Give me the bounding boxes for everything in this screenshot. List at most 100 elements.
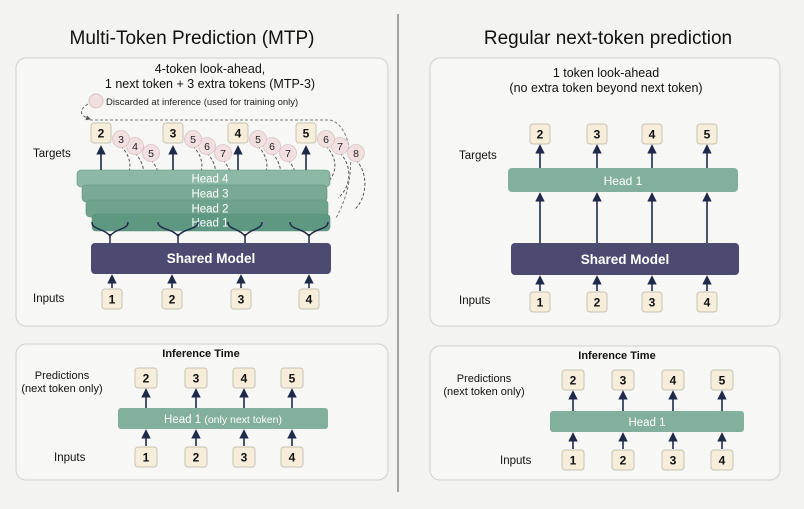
mtp-lookahead-line1: 4-token look-ahead, (155, 62, 266, 76)
mtp-inference-input-token-label: 3 (241, 450, 248, 464)
ntp-input-token-label: 4 (704, 295, 711, 309)
mtp-extra-target (142, 144, 160, 162)
mtp-head-2-label: Head 2 (191, 204, 228, 216)
mtp-target-token (227, 122, 249, 144)
ntp-inference-input-token-label: 1 (570, 453, 577, 467)
ntp-prediction-token (710, 369, 734, 391)
mtp-lookahead-line2: 1 next token + 3 extra tokens (MTP-3) (105, 77, 315, 91)
mtp-extra-target-label: 5 (148, 148, 154, 160)
ntp-inference-head-label: Head 1 (628, 417, 665, 429)
ntp-prediction-token (611, 369, 635, 391)
ntp-prediction-token (661, 369, 685, 391)
ntp-inference-head (550, 411, 744, 432)
ntp-prediction-token-label: 3 (620, 373, 627, 387)
ntp-target-token-label: 4 (649, 127, 656, 141)
ntp-shared-model-label: Shared Model (581, 252, 670, 267)
mtp-extra-target-label: 6 (204, 141, 210, 153)
ntp-inputs-label: Inputs (459, 295, 491, 307)
mtp-extra-target (184, 130, 202, 148)
ntp-inference-input-token (611, 449, 635, 471)
ntp-head-label: Head 1 (604, 174, 643, 188)
mtp-extra-target-label: 6 (269, 141, 275, 153)
mtp-prediction-token (280, 367, 304, 389)
mtp-extra-target (263, 137, 281, 155)
ntp-prediction-token-label: 5 (719, 373, 726, 387)
mtp-input-token (101, 288, 123, 310)
mtp-inference-head (118, 408, 328, 429)
mtp-inference-head-name: Head 1 (164, 414, 201, 426)
mtp-extra-target (112, 130, 130, 148)
mtp-input-token-label: 1 (109, 292, 116, 306)
ntp-inference-input-token (561, 449, 585, 471)
mtp-branch-left (227, 221, 246, 237)
ntp-target-token-label: 3 (594, 127, 601, 141)
ntp-inference-input-token (661, 449, 685, 471)
mtp-inputs-label: Inputs (33, 293, 65, 305)
mtp-extra-target (214, 144, 232, 162)
mtp-extra-target-label: 4 (132, 141, 138, 153)
ntp-head (508, 168, 738, 192)
mtp-extra-target-label: 5 (190, 134, 196, 146)
ntp-prediction-token-label: 2 (570, 373, 577, 387)
mtp-inference-input-token (280, 446, 304, 468)
mtp-branch-right (244, 221, 263, 237)
discard-pointer (81, 103, 91, 121)
ntp-inference-input-token-label: 3 (670, 453, 677, 467)
ntp-target-token-label: 2 (537, 127, 544, 141)
ntp-predictions-label-line1: Predictions (457, 373, 512, 385)
ntp-input-token (641, 291, 663, 313)
mtp-title: Multi-Token Prediction (MTP) (70, 28, 315, 49)
mtp-prediction-token-label: 2 (143, 371, 150, 385)
mtp-inference-head-note: (only next token) (204, 414, 282, 426)
ntp-input-token-label: 3 (649, 295, 656, 309)
mtp-inference-input-token-label: 2 (193, 450, 200, 464)
mtp-target-token (90, 122, 112, 144)
mtp-target-token-label: 2 (98, 126, 105, 140)
ntp-input-token (529, 291, 551, 313)
mtp-extra-target-label: 8 (353, 148, 359, 160)
discard-legend-token (88, 93, 104, 109)
mtp-extra-target (279, 144, 297, 162)
mtp-extra-target-label: 7 (337, 141, 343, 153)
mtp-extra-target-label: 7 (285, 148, 291, 160)
mtp-target-token (162, 122, 184, 144)
ntp-target-token (696, 123, 718, 145)
ntp-shared-model (511, 243, 739, 275)
mtp-input-token (161, 288, 183, 310)
mtp-shared-model (91, 243, 331, 274)
mtp-prediction-token (232, 367, 256, 389)
ntp-inference-input-token-label: 4 (719, 453, 726, 467)
mtp-predictions-label-line2: (next token only) (21, 383, 102, 395)
mtp-extra-target-label: 5 (255, 134, 261, 146)
ntp-lookahead-line1: 1 token look-ahead (553, 66, 659, 80)
mtp-extra-target (347, 144, 365, 162)
mtp-branch-right (308, 221, 329, 237)
mtp-extra-target-label: 3 (118, 134, 124, 146)
mtp-targets-label: Targets (33, 148, 71, 160)
ntp-inference-input-token-label: 2 (620, 453, 627, 467)
mtp-input-token-label: 4 (306, 292, 313, 306)
ntp-inference-input-token (710, 449, 734, 471)
mtp-prediction-token (134, 367, 158, 389)
mtp-extra-target (317, 130, 335, 148)
mtp-inference-input-token (134, 446, 158, 468)
mtp-inference-input-token-label: 1 (143, 450, 150, 464)
mtp-prediction-token (184, 367, 208, 389)
mtp-extra-target (331, 137, 349, 155)
mtp-branch-right (109, 221, 129, 237)
mtp-inference-inputs-label: Inputs (54, 452, 86, 464)
mtp-dashed-link (353, 159, 366, 211)
mtp-dashed-link (337, 152, 350, 199)
mtp-extra-target (198, 137, 216, 155)
mtp-inference-input-token-label: 4 (289, 450, 296, 464)
discard-note: Discarded at inference (used for trainin… (106, 97, 298, 108)
mtp-branch-left (157, 221, 179, 237)
mtp-branch-left (91, 221, 111, 237)
ntp-prediction-token (561, 369, 585, 391)
mtp-predictions-label-line1: Predictions (35, 370, 90, 382)
